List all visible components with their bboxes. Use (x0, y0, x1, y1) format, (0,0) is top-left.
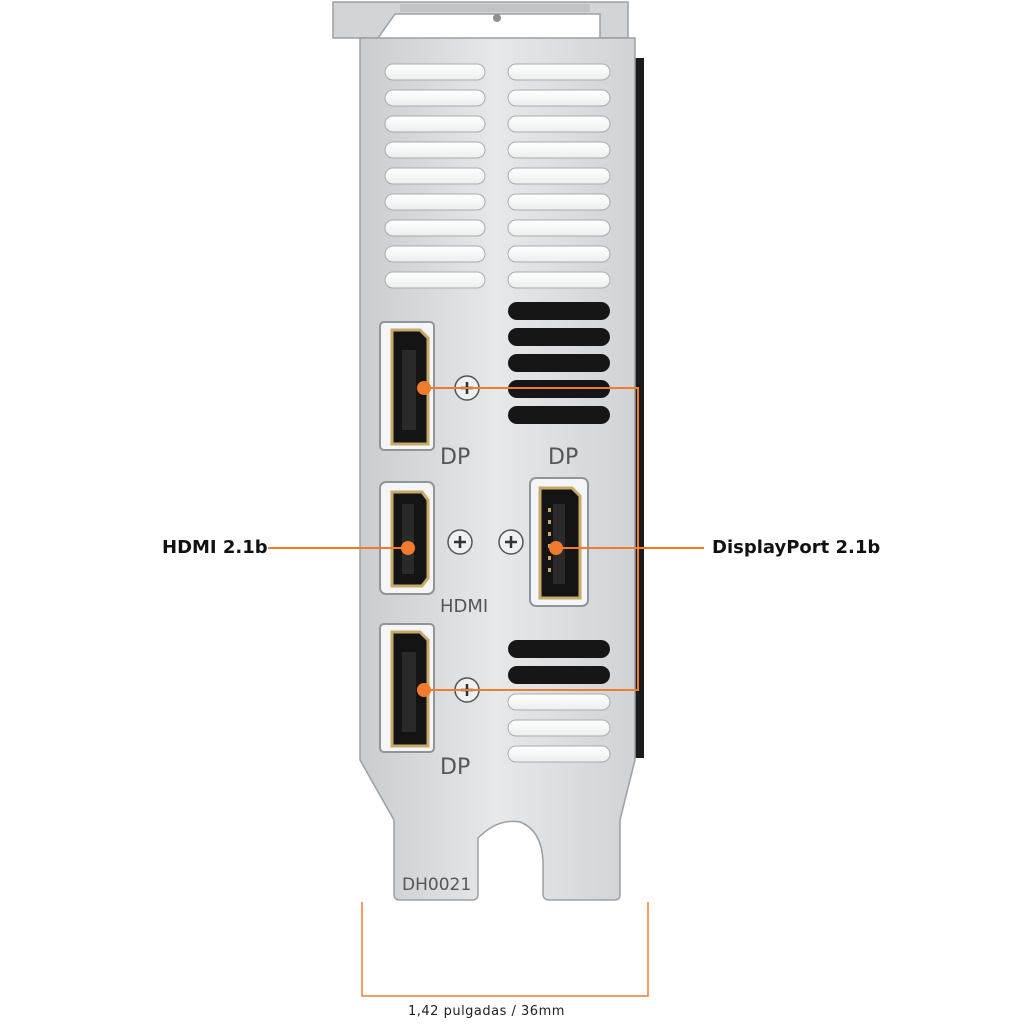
hdmi-callout-label: HDMI 2.1b (162, 537, 268, 558)
vent-slots-dark (508, 302, 610, 684)
label-hdmi: HDMI (440, 596, 488, 617)
dimension-bracket (361, 902, 649, 997)
displayport-callout-label: DisplayPort 2.1b (712, 537, 881, 558)
vent-slots-upper (384, 63, 611, 289)
dimension-label: 1,42 pulgadas / 36mm (408, 1004, 565, 1019)
label-dp-top-left: DP (440, 445, 470, 470)
callout-lines (268, 387, 704, 691)
label-part-code: DH0021 (402, 875, 471, 895)
vent-slots-lower (507, 693, 611, 763)
bracket-plate (359, 37, 636, 901)
displayport-port-bottom (379, 623, 435, 753)
hdmi-port (379, 481, 435, 595)
label-dp-bottom-left: DP (440, 755, 470, 780)
callout-dots (401, 381, 563, 697)
label-dp-right: DP (548, 445, 578, 470)
displayport-port-top (379, 321, 435, 451)
